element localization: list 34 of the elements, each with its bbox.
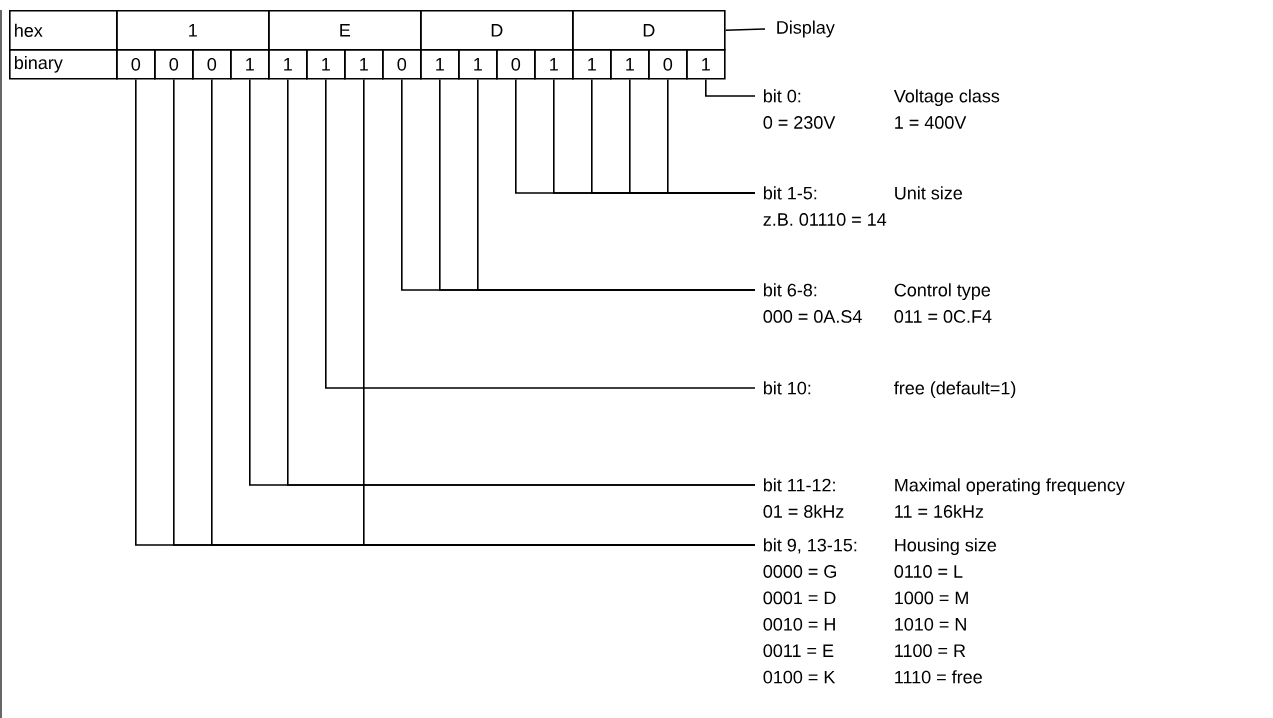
leader-line [724, 28, 766, 32]
table-cell: binary [9, 49, 118, 80]
table-cell: D [572, 10, 726, 51]
display-label: Display [777, 20, 835, 38]
table-cell: 1 [686, 49, 726, 80]
bit-description: bit 6-8: Control type 000 = 0A.S4 011 = 0C.F4 [763, 283, 992, 323]
leader-line [705, 78, 756, 97]
leader-line [325, 78, 756, 389]
table-cell: 1 [344, 49, 384, 80]
bit-description: bit 1-5: Unit size z.B. 01110 = 14 [763, 186, 962, 226]
table-cell: 0 [154, 49, 194, 80]
table-cell: 1 [230, 49, 270, 80]
bit-description: bit 0: Voltage class 0 = 230V 1 = 400V [763, 89, 1000, 129]
table-cell: 1 [534, 49, 574, 80]
leader-line [363, 78, 756, 546]
table-cell: 1 [572, 49, 612, 80]
table-cell: hex [9, 10, 118, 51]
table-cell: 0 [382, 49, 422, 80]
bit-description: bit 11-12: Maximal operating frequency 01 = 8kHz 11 = 16kHz [763, 478, 1125, 518]
table-cell: 1 [420, 49, 460, 80]
bit-description: bit 9, 13-15: Housing size 0000 = G 0110 = L 0001 = D 1000 = M 0010 = H 1010 = N 0011 = E 1100 = R 0100 = K 1110 = free [763, 538, 997, 684]
table-cell: E [268, 10, 422, 51]
table-cell: 1 [458, 49, 498, 80]
table-cell: 1 [116, 10, 270, 51]
table-cell: 0 [116, 49, 156, 80]
table-cell: 0 [648, 49, 688, 80]
table-cell: D [420, 10, 574, 51]
table-cell: 1 [268, 49, 308, 80]
leader-line [667, 78, 756, 194]
bit-description: bit 10: free (default=1) [763, 381, 1016, 398]
table-cell: 1 [306, 49, 346, 80]
table-cell: 0 [496, 49, 536, 80]
table-cell: 1 [610, 49, 650, 80]
table-cell: 0 [192, 49, 232, 80]
